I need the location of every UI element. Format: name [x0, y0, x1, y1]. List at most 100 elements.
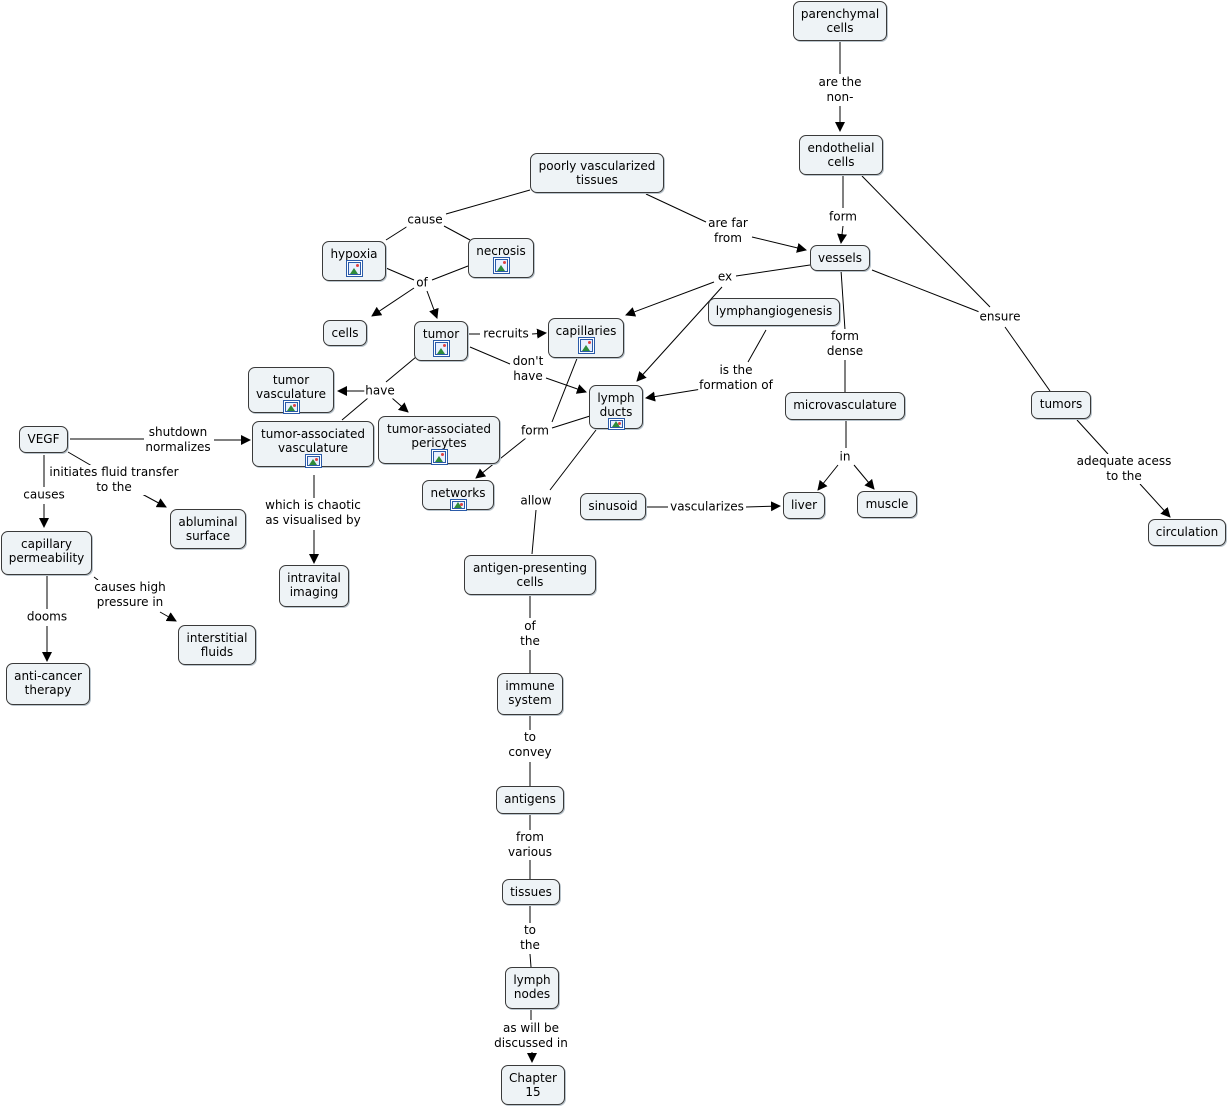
link-label-of: of	[415, 275, 429, 291]
link-label-which-is-chaotic: which is chaotic as visualised by	[264, 498, 362, 528]
concept-label: tumor-associated vasculature	[260, 427, 366, 455]
concept-tumor-associated-vasculature[interactable]: tumor-associated vasculature	[252, 421, 374, 467]
image-attachment-icon[interactable]	[609, 420, 623, 428]
concept-tumor-associated-pericytes[interactable]: tumor-associated pericytes	[378, 416, 500, 464]
concept-label: tumor	[422, 327, 460, 341]
concept-vessels[interactable]: vessels	[810, 245, 870, 271]
link-label-vascularizes: vascularizes	[669, 499, 745, 515]
concept-label: abluminal surface	[178, 515, 238, 543]
concept-label: parenchymal cells	[800, 7, 880, 35]
concept-immune-system[interactable]: immune system	[497, 673, 563, 715]
concept-label: VEGF	[27, 432, 60, 446]
link-label-is-the-formation-of: is the formation of	[698, 363, 774, 393]
link-label-shutdown-normalizes: shutdown normalizes	[144, 425, 212, 455]
concept-cells[interactable]: cells	[323, 320, 367, 346]
link-label-recruits: recruits	[482, 326, 530, 342]
concept-tumors[interactable]: tumors	[1031, 391, 1091, 419]
concept-interstitial-fluids[interactable]: interstitial fluids	[178, 625, 256, 665]
link-label-form: form	[828, 209, 858, 225]
concept-tumor-vasculature[interactable]: tumor vasculature	[248, 367, 334, 413]
link-label-to-convey: to convey	[507, 730, 553, 760]
concept-label: Chapter 15	[509, 1071, 557, 1099]
image-attachment-icon[interactable]	[306, 456, 320, 466]
concept-label: lymph ducts	[597, 391, 635, 419]
link-label-to-the: to the	[519, 923, 541, 953]
concept-label: tumors	[1039, 397, 1083, 411]
concept-label: tumor vasculature	[256, 373, 326, 401]
image-attachment-icon[interactable]	[347, 262, 361, 275]
link-label-are-far-from: are far from	[707, 216, 749, 246]
link-label-of-the: of the	[519, 619, 541, 649]
concept-circulation[interactable]: circulation	[1148, 519, 1226, 546]
concept-endothelial-cells[interactable]: endothelial cells	[799, 135, 883, 175]
concept-capillary-permeability[interactable]: capillary permeability	[1, 531, 92, 575]
concept-chapter-15[interactable]: Chapter 15	[501, 1065, 565, 1105]
concept-necrosis[interactable]: necrosis	[468, 238, 534, 278]
concept-label: tissues	[510, 885, 552, 899]
concept-label: microvasculature	[793, 398, 897, 412]
concept-label: poorly vascularized tissues	[538, 159, 656, 187]
concept-antigen-presenting-cells[interactable]: antigen-presenting cells	[464, 555, 596, 595]
concept-label: networks	[430, 486, 486, 500]
concept-label: cells	[331, 326, 359, 340]
concept-lymphangiogenesis[interactable]: lymphangiogenesis	[708, 298, 840, 326]
image-attachment-icon[interactable]	[451, 501, 465, 509]
concept-label: circulation	[1155, 525, 1219, 539]
concept-label: intravital imaging	[287, 571, 341, 599]
concept-vegf[interactable]: VEGF	[19, 426, 68, 453]
concept-intravital-imaging[interactable]: intravital imaging	[279, 565, 349, 607]
concept-lymph-ducts[interactable]: lymph ducts	[589, 385, 643, 429]
concept-liver[interactable]: liver	[783, 492, 825, 519]
link-label-dont-have: don't have	[511, 354, 545, 384]
link-label-form-networks: form	[520, 423, 550, 439]
link-label-in: in	[838, 449, 852, 465]
image-attachment-icon[interactable]	[494, 259, 508, 272]
concept-label: antigen-presenting cells	[472, 561, 588, 589]
concept-hypoxia[interactable]: hypoxia	[322, 241, 386, 281]
link-label-initiates-fluid-transfer: initiates fluid transfer to the	[48, 465, 180, 495]
link-label-form-dense: form dense	[825, 329, 865, 359]
concept-microvasculature[interactable]: microvasculature	[785, 392, 905, 420]
link-label-from-various: from various	[507, 830, 553, 860]
concept-poorly-vascularized-tissues[interactable]: poorly vascularized tissues	[530, 153, 664, 193]
concept-label: muscle	[865, 497, 909, 511]
link-label-allow: allow	[519, 493, 553, 509]
concept-networks[interactable]: networks	[422, 480, 494, 510]
concept-label: vessels	[818, 251, 862, 265]
concept-label: anti-cancer therapy	[14, 669, 82, 697]
concept-parenchymal-cells[interactable]: parenchymal cells	[793, 1, 887, 41]
concept-abluminal-surface[interactable]: abluminal surface	[170, 509, 246, 549]
concept-sinusoid[interactable]: sinusoid	[580, 493, 646, 520]
concept-label: capillaries	[555, 324, 617, 338]
concept-label: hypoxia	[330, 247, 378, 261]
concept-label: sinusoid	[588, 499, 638, 513]
image-attachment-icon[interactable]	[579, 339, 593, 352]
image-attachment-icon[interactable]	[284, 402, 298, 412]
image-attachment-icon[interactable]	[434, 342, 448, 355]
link-label-adequate-acess: adequate acess to the	[1075, 454, 1173, 484]
concept-label: lymphangiogenesis	[715, 304, 833, 318]
link-label-ensure: ensure	[978, 309, 1022, 325]
concept-tumor[interactable]: tumor	[414, 321, 468, 361]
concept-lymph-nodes[interactable]: lymph nodes	[505, 967, 559, 1009]
link-label-as-will-be-discussed-in: as will be discussed in	[493, 1021, 569, 1051]
concept-anti-cancer-therapy[interactable]: anti-cancer therapy	[6, 663, 90, 705]
concept-antigens[interactable]: antigens	[496, 786, 564, 814]
concept-label: capillary permeability	[8, 537, 85, 565]
link-label-cause: cause	[406, 212, 444, 228]
link-label-ex: ex	[716, 269, 734, 285]
image-attachment-icon[interactable]	[432, 451, 446, 463]
concept-label: endothelial cells	[807, 141, 875, 169]
concept-label: lymph nodes	[513, 973, 551, 1001]
concept-label: necrosis	[476, 244, 526, 258]
concept-tissues[interactable]: tissues	[502, 879, 560, 905]
concept-label: tumor-associated pericytes	[386, 422, 492, 450]
concept-muscle[interactable]: muscle	[857, 491, 917, 518]
link-label-are-the-non: are the non-	[817, 75, 863, 105]
concept-capillaries[interactable]: capillaries	[548, 318, 624, 358]
link-label-causes: causes	[22, 487, 66, 503]
link-label-causes-high-pressure: causes high pressure in	[93, 580, 167, 610]
concept-label: antigens	[504, 792, 556, 806]
concept-label: liver	[790, 498, 818, 512]
link-label-dooms: dooms	[25, 609, 69, 625]
